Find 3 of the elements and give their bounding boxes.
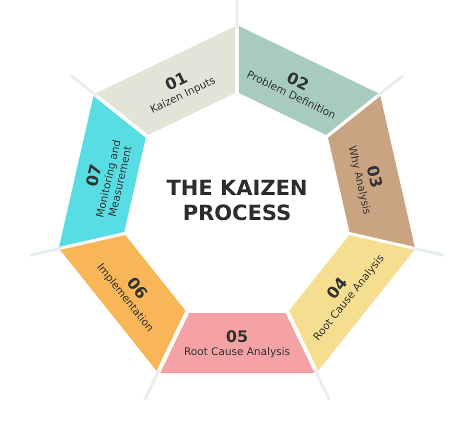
step-number: 05 bbox=[224, 328, 250, 346]
diagram-title: THE KAIZEN PROCESS bbox=[165, 176, 309, 226]
step-label: Root Cause Analysis bbox=[182, 346, 292, 358]
